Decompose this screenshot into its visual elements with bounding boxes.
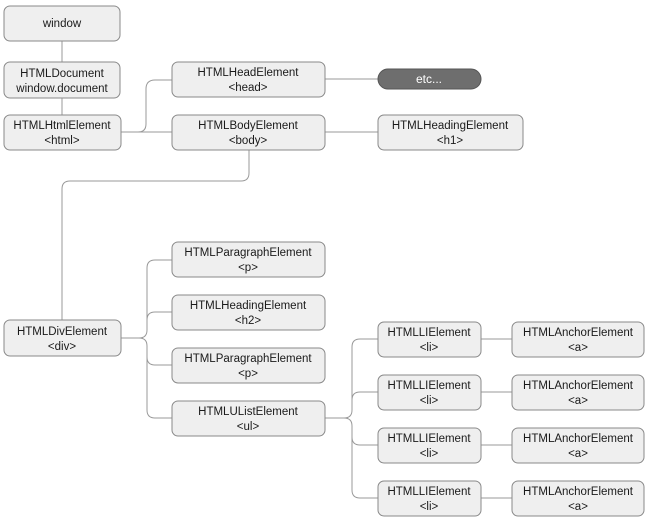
node-htmlhead-line-1: HTMLHeadElement xyxy=(198,67,300,79)
node-htmldiv-line-2: <div> xyxy=(48,341,76,353)
node-htmlhead-line-2: <head> xyxy=(228,82,267,94)
node-htmldocument-line-1: HTMLDocument xyxy=(20,68,105,80)
node-li-3-line-2: <li> xyxy=(420,448,439,460)
node-anchor-4-line-2: <a> xyxy=(568,501,588,513)
edge-body-div xyxy=(61,150,250,320)
node-anchor-1-line-2: <a> xyxy=(568,342,588,354)
node-htmlhtml-line-2: <html> xyxy=(44,135,79,147)
node-paragraph-1: HTMLParagraphElement <p> xyxy=(171,241,326,278)
edge-div-p2 xyxy=(121,337,172,366)
node-htmlbody: HTMLBodyElement <body> xyxy=(171,114,326,151)
node-anchor-2: HTMLAnchorElement <a> xyxy=(511,374,645,411)
node-li-3: HTMLLIElement <li> xyxy=(377,427,482,464)
node-anchor-4: HTMLAnchorElement <a> xyxy=(511,480,645,517)
node-htmlhead: HTMLHeadElement <head> xyxy=(171,61,326,98)
node-li-4: HTMLLIElement <li> xyxy=(377,480,482,517)
node-paragraph-1-line-1: HTMLParagraphElement xyxy=(184,247,312,259)
node-anchor-2-line-2: <a> xyxy=(568,395,588,407)
connectors xyxy=(61,41,512,499)
node-htmlbody-line-2: <body> xyxy=(229,135,268,147)
node-anchor-3-line-1: HTMLAnchorElement xyxy=(523,433,634,445)
node-window-line-1: window xyxy=(42,18,82,30)
node-paragraph-2-line-2: <p> xyxy=(238,368,258,380)
node-anchor-1: HTMLAnchorElement <a> xyxy=(511,321,645,358)
edge-ul-li3 xyxy=(325,417,378,446)
node-li-1: HTMLLIElement <li> xyxy=(377,321,482,358)
node-anchor-2-line-1: HTMLAnchorElement xyxy=(523,380,634,392)
node-paragraph-2: HTMLParagraphElement <p> xyxy=(171,347,326,384)
node-htmlbody-line-1: HTMLBodyElement xyxy=(198,120,299,132)
node-htmldiv: HTMLDivElement <div> xyxy=(3,319,122,357)
edge-div-ul xyxy=(146,357,172,419)
node-heading-h1-line-1: HTMLHeadingElement xyxy=(392,120,509,132)
node-li-1-line-2: <li> xyxy=(420,342,439,354)
node-li-2: HTMLLIElement <li> xyxy=(377,374,482,411)
node-anchor-1-line-1: HTMLAnchorElement xyxy=(523,327,634,339)
node-etc-line-1: etc... xyxy=(416,72,442,86)
node-htmlhtml-line-1: HTMLHtmlElement xyxy=(13,120,111,132)
node-heading-h1-line-2: <h1> xyxy=(437,135,464,147)
node-li-2-line-1: HTMLLIElement xyxy=(387,380,471,392)
node-etc: etc... xyxy=(377,68,482,90)
node-paragraph-1-line-2: <p> xyxy=(238,262,258,274)
node-li-4-line-2: <li> xyxy=(420,501,439,513)
node-anchor-3-line-2: <a> xyxy=(568,448,588,460)
edge-div-h2 xyxy=(146,311,172,330)
node-li-2-line-2: <li> xyxy=(420,395,439,407)
node-ulist-line-2: <ul> xyxy=(237,421,260,433)
node-htmldocument: HTMLDocument window.document xyxy=(3,61,121,99)
node-heading-h2-line-2: <h2> xyxy=(235,315,262,327)
edge-html-head xyxy=(121,79,172,133)
node-heading-h2: HTMLHeadingElement <h2> xyxy=(171,294,326,331)
node-li-1-line-1: HTMLLIElement xyxy=(387,327,471,339)
node-ulist: HTMLUListElement <ul> xyxy=(171,400,326,437)
node-window: window xyxy=(3,5,121,42)
node-heading-h2-line-1: HTMLHeadingElement xyxy=(190,300,307,312)
edge-ul-li2 xyxy=(351,391,378,410)
node-li-3-line-1: HTMLLIElement xyxy=(387,433,471,445)
node-li-4-line-1: HTMLLIElement xyxy=(387,486,471,498)
node-ulist-line-1: HTMLUListElement xyxy=(198,406,298,418)
node-paragraph-2-line-1: HTMLParagraphElement xyxy=(184,353,312,365)
node-htmldiv-line-1: HTMLDivElement xyxy=(17,326,108,338)
edge-ul-li4 xyxy=(351,437,378,499)
node-htmldocument-line-2: window.document xyxy=(15,83,108,95)
node-htmlhtml: HTMLHtmlElement <html> xyxy=(3,114,122,151)
node-anchor-4-line-1: HTMLAnchorElement xyxy=(523,486,634,498)
edge-ul-li1 xyxy=(325,338,378,419)
edge-div-p1 xyxy=(121,259,172,339)
node-anchor-3: HTMLAnchorElement <a> xyxy=(511,427,645,464)
node-heading-h1: HTMLHeadingElement <h1> xyxy=(377,114,524,151)
